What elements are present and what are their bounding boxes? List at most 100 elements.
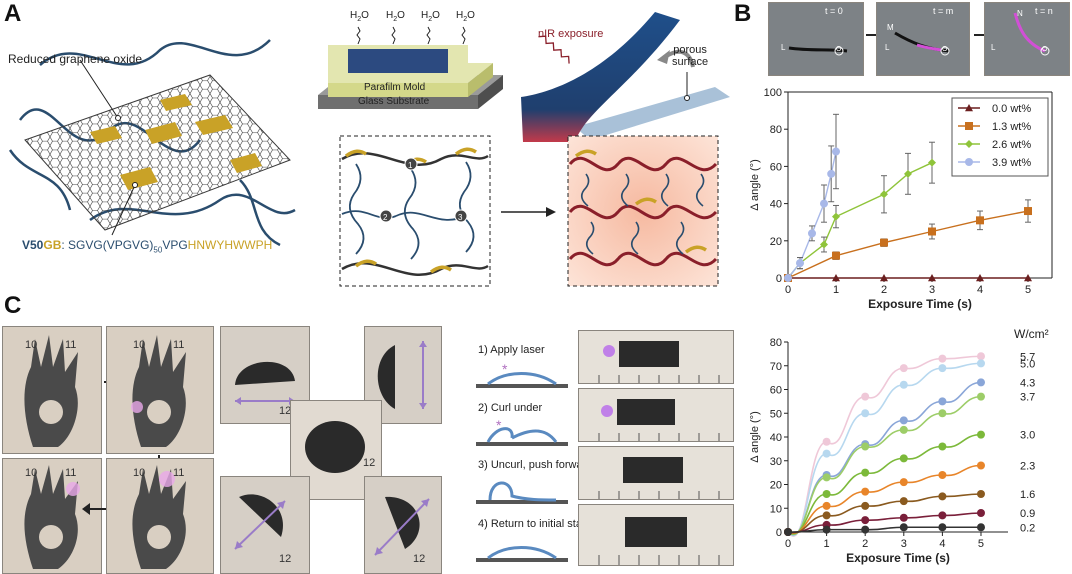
x-tick-label: 4 — [939, 538, 945, 550]
water-o: O — [397, 10, 405, 21]
data-point — [822, 501, 831, 510]
hand-photo-1: 10 11 — [2, 326, 102, 454]
data-point — [796, 259, 804, 268]
ruler-label: 12 — [363, 457, 376, 469]
data-point — [938, 471, 947, 479]
rgo-sheet — [24, 74, 291, 231]
data-point — [861, 487, 870, 496]
data-point — [880, 190, 888, 199]
step-schematics: * * — [476, 361, 568, 562]
data-point — [965, 104, 973, 112]
y-tick-label: 80 — [770, 337, 782, 349]
thumb-mark: O — [836, 46, 842, 53]
peptide-sequence: V50GB: SGVG(VPGVG)50VPGHNWYHWWPH — [22, 238, 272, 254]
x-tick-label: 0 — [785, 284, 791, 296]
data-point — [820, 240, 828, 249]
step-label-3: 3) Uncurl, push forward — [478, 459, 593, 471]
data-point — [784, 528, 792, 536]
y-tick-label: 0 — [776, 527, 782, 539]
svg-text:*: * — [496, 417, 502, 433]
parafilm-mold — [328, 83, 468, 97]
data-point — [861, 392, 870, 401]
locomotion-photo-2 — [578, 388, 734, 442]
data-point — [899, 364, 908, 373]
thumb-mark: N — [1017, 9, 1023, 18]
data-point — [899, 523, 908, 532]
elp-chain — [8, 149, 72, 211]
crosslink-2: 2 — [383, 213, 388, 222]
data-point — [820, 199, 828, 208]
ruler-tick: 11 — [173, 339, 185, 351]
data-point — [938, 511, 947, 520]
data-point — [827, 169, 836, 178]
thumb-time: t = n — [1035, 6, 1053, 16]
data-point — [938, 409, 947, 418]
water-h: H — [350, 10, 358, 21]
hand-photo-2: 10 11 — [106, 326, 214, 454]
data-point — [928, 227, 936, 236]
gb-peptide-patch — [160, 94, 192, 111]
data-point — [976, 352, 985, 361]
data-point — [965, 122, 973, 130]
x-axis-label: Exposure Time (s) — [868, 297, 972, 311]
water-sub: 2 — [463, 16, 468, 23]
pointer-dot — [115, 115, 121, 121]
thumbnail-tm: t = m M L O — [876, 2, 970, 76]
thumb-mark: M — [887, 23, 894, 32]
series-line — [787, 512, 981, 534]
data-point — [938, 492, 947, 501]
pointer-dot — [132, 182, 138, 188]
water-o: O — [432, 10, 440, 21]
data-point — [832, 147, 840, 156]
data-point — [965, 158, 973, 166]
thumb-mark: O — [942, 46, 948, 53]
data-point — [861, 468, 870, 477]
data-point — [832, 212, 840, 221]
rgo-label: Reduced graphene oxide — [8, 52, 143, 66]
data-point — [832, 274, 840, 282]
water-label: H2O — [421, 10, 440, 23]
data-point — [899, 380, 908, 389]
data-point — [899, 478, 908, 487]
y-tick-label: 30 — [770, 456, 782, 468]
data-point — [880, 238, 888, 247]
y-tick-label: 40 — [770, 199, 782, 211]
y-axis-label: Δ angle (°) — [749, 159, 761, 211]
ruler-label: 12 — [279, 405, 292, 417]
step-label-4: 4) Return to initial state — [478, 518, 592, 530]
gb-peptide-patch — [145, 122, 182, 144]
mold-label: Parafilm Mold — [364, 82, 426, 93]
thumb-mark: L — [781, 43, 786, 52]
mold-illustration — [318, 26, 503, 109]
pointer-line — [111, 184, 136, 236]
ruler-label: 12 — [413, 553, 426, 565]
x-tick-label: 3 — [929, 284, 935, 296]
data-point — [976, 392, 985, 401]
series-end-label: 4.3 — [1020, 377, 1035, 389]
thumb-mark: O — [1042, 46, 1048, 53]
x-tick-label: 3 — [901, 538, 907, 550]
svg-text:*: * — [502, 361, 508, 377]
porous-surface — [575, 87, 730, 140]
panel-letter-c: C — [4, 292, 22, 319]
data-point — [938, 523, 947, 532]
y-tick-label: 0 — [776, 273, 782, 285]
water-label: H2O — [386, 10, 405, 23]
thumbnail-t0: t = 0 L O — [768, 2, 864, 76]
ruler-tick: 11 — [65, 467, 77, 479]
porous-label-line2: surface — [672, 56, 709, 68]
water-o: O — [467, 10, 475, 21]
gb-peptide-patch — [90, 126, 122, 144]
x-axis-label: Exposure Time (s) — [846, 551, 950, 565]
nir-actuator-illustration — [521, 12, 730, 142]
data-point — [861, 501, 870, 510]
series-end-label: 0.9 — [1020, 508, 1035, 520]
water-sub: 2 — [428, 16, 433, 23]
data-point — [899, 416, 908, 425]
water-h: H — [456, 10, 464, 21]
data-point — [822, 473, 831, 482]
y-tick-label: 60 — [770, 161, 782, 173]
network-diagram: 1 2 3 — [339, 135, 719, 287]
water-sub: 2 — [357, 16, 362, 23]
